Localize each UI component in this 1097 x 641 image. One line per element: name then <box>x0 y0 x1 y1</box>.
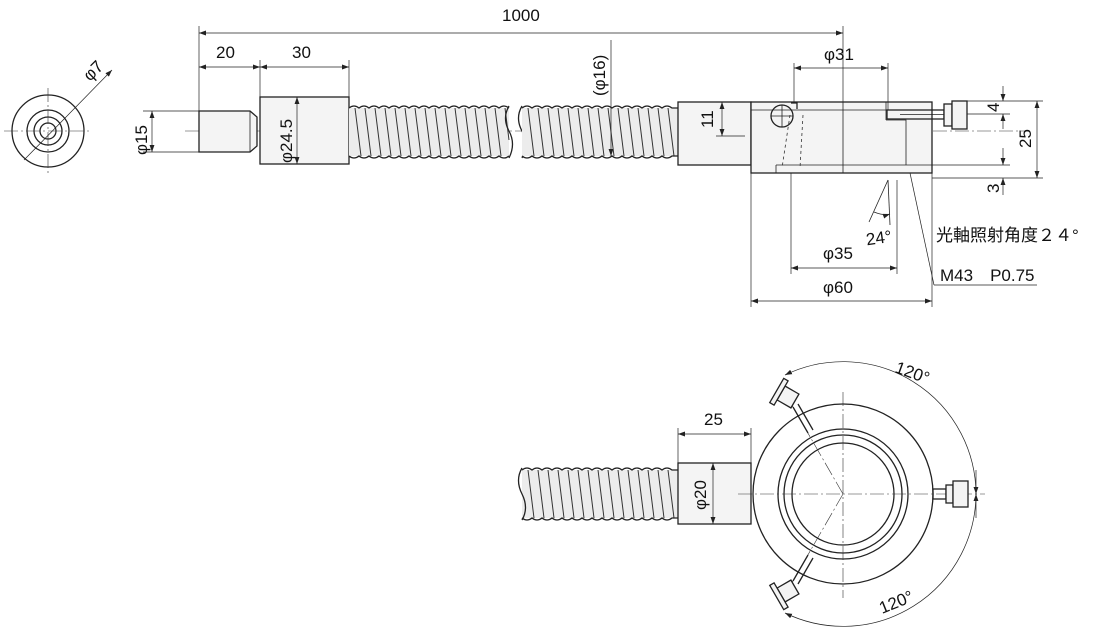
note-thread-spec: M43 P0.75 <box>940 266 1035 285</box>
dim-angle-120-top: 120° <box>893 358 933 388</box>
dim-dia-60: φ60 <box>823 278 853 297</box>
plan-dimensions <box>677 428 977 524</box>
flexible-hose-left <box>348 105 510 159</box>
dim-dia-7: φ7 <box>79 57 107 85</box>
dim-length-30: 30 <box>292 43 311 62</box>
dim-dia-24-5: φ24.5 <box>277 119 296 163</box>
dim-total-length: 1000 <box>502 6 540 25</box>
dim-dia-15: φ15 <box>132 125 151 155</box>
dim-dia-20: φ20 <box>691 480 710 510</box>
side-dimensions <box>143 26 1043 307</box>
flexible-hose-right <box>521 105 678 159</box>
dim-angle-120-bottom: 120° <box>876 587 916 618</box>
dim-angle-24: 24° <box>865 227 893 249</box>
dim-length-20: 20 <box>216 43 235 62</box>
dim-height-11: 11 <box>698 110 717 128</box>
dim-dia-35: φ35 <box>823 244 853 263</box>
dim-plan-length-25: 25 <box>704 410 723 429</box>
dim-height-4: 4 <box>984 103 1003 112</box>
dim-height-3: 3 <box>984 184 1003 193</box>
note-optical-axis-angle: 光軸照射角度２４° <box>936 226 1079 245</box>
plan-view <box>517 361 985 627</box>
dim-dia-16-ref: (φ16) <box>590 55 609 96</box>
dim-dia-31: φ31 <box>824 45 854 64</box>
dim-height-25: 25 <box>1016 129 1035 148</box>
side-view <box>185 96 1030 226</box>
end-view <box>4 69 113 174</box>
